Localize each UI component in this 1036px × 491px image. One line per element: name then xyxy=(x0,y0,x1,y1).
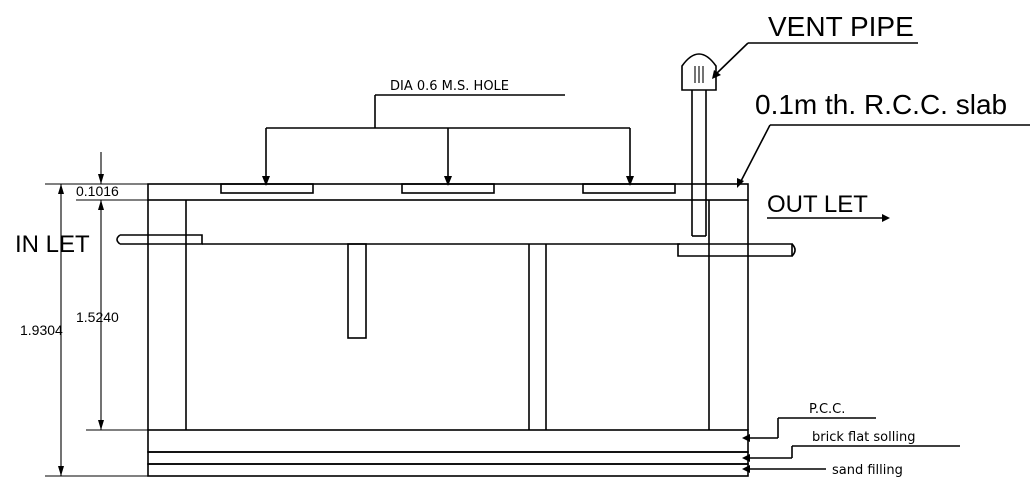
pcc-layer xyxy=(147,429,749,453)
inlet-label: IN LET xyxy=(15,231,90,258)
outlet-arrow xyxy=(767,214,890,222)
inner-depth-dim: 1.5240 xyxy=(76,309,119,325)
pcc-leader xyxy=(742,417,876,442)
manhole-1 xyxy=(220,183,314,194)
baffle-wall xyxy=(347,243,367,339)
hole-leader xyxy=(262,94,634,186)
slab-leader xyxy=(737,124,1030,188)
total-depth-dim: 1.9304 xyxy=(20,322,63,338)
sand-leader xyxy=(742,465,826,473)
brick-label: brick flat solling xyxy=(812,430,915,445)
hole-label: DIA 0.6 M.S. HOLE xyxy=(390,79,509,94)
inlet-pipe xyxy=(116,234,203,245)
dimension-lines xyxy=(45,152,148,477)
vent-pipe-label: VENT PIPE xyxy=(768,11,914,42)
brick-solling-layer xyxy=(147,451,749,465)
brick-leader xyxy=(742,445,960,462)
outlet-pipe xyxy=(677,243,796,257)
tank-structure xyxy=(86,183,749,477)
manhole-3 xyxy=(582,183,676,194)
sand-label: sand filling xyxy=(832,463,903,478)
pcc-label: P.C.C. xyxy=(809,402,845,417)
slab-label: 0.1m th. R.C.C. slab xyxy=(755,89,1007,120)
rcc-slab xyxy=(147,183,749,201)
vent-pipe xyxy=(681,53,717,237)
sand-filling-layer xyxy=(147,463,749,477)
slab-thickness-dim: 0.1016 xyxy=(76,183,119,199)
outlet-label: OUT LET xyxy=(767,191,868,218)
vent-leader xyxy=(712,42,918,79)
